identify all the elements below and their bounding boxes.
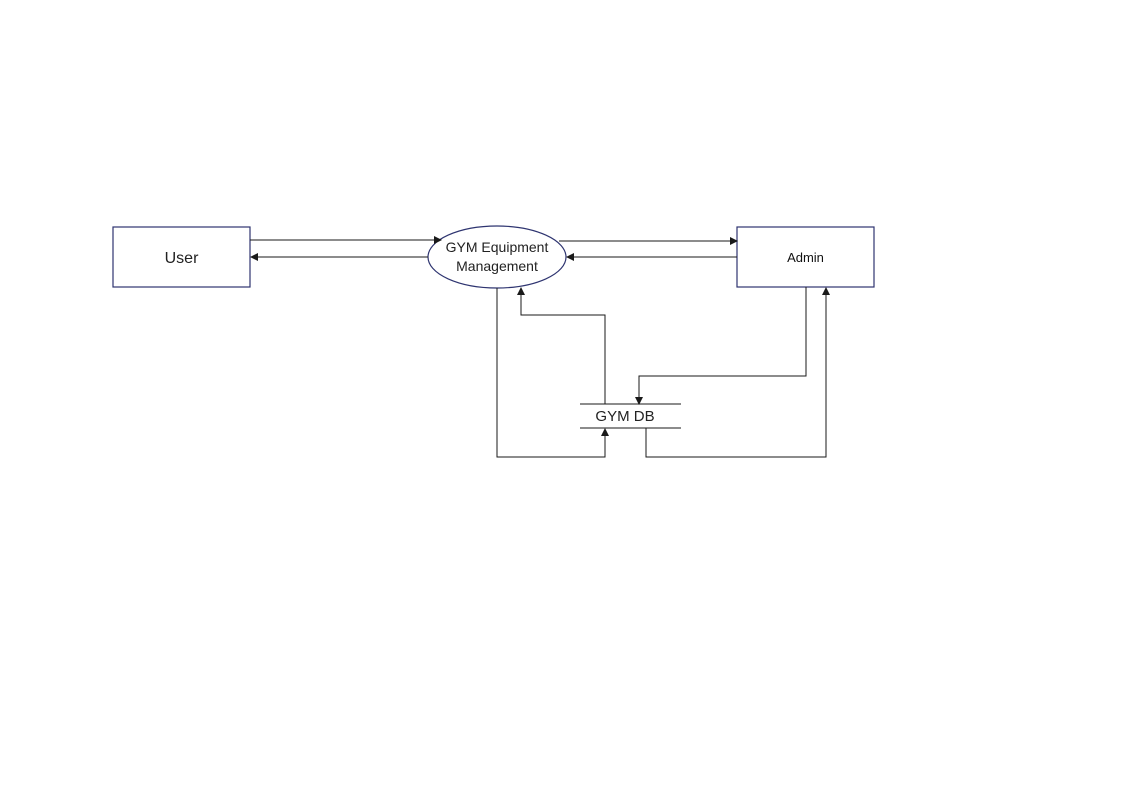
admin-entity-label: Admin	[787, 250, 824, 265]
flow-admin-to-db	[635, 287, 807, 405]
datastore-node[interactable]: GYM DB	[580, 403, 681, 429]
process-label-line1: GYM Equipment	[446, 239, 549, 255]
user-entity[interactable]: User	[112, 226, 251, 288]
user-entity-label: User	[165, 250, 199, 267]
datastore-label: GYM DB	[595, 408, 654, 425]
flow-db-to-admin	[645, 287, 830, 458]
flow-db-to-process	[517, 287, 606, 404]
admin-entity[interactable]: Admin	[736, 226, 875, 288]
process-node[interactable]: GYM Equipment Management	[427, 225, 567, 289]
flow-process-to-db	[496, 288, 609, 458]
process-label-line2: Management	[456, 258, 538, 274]
